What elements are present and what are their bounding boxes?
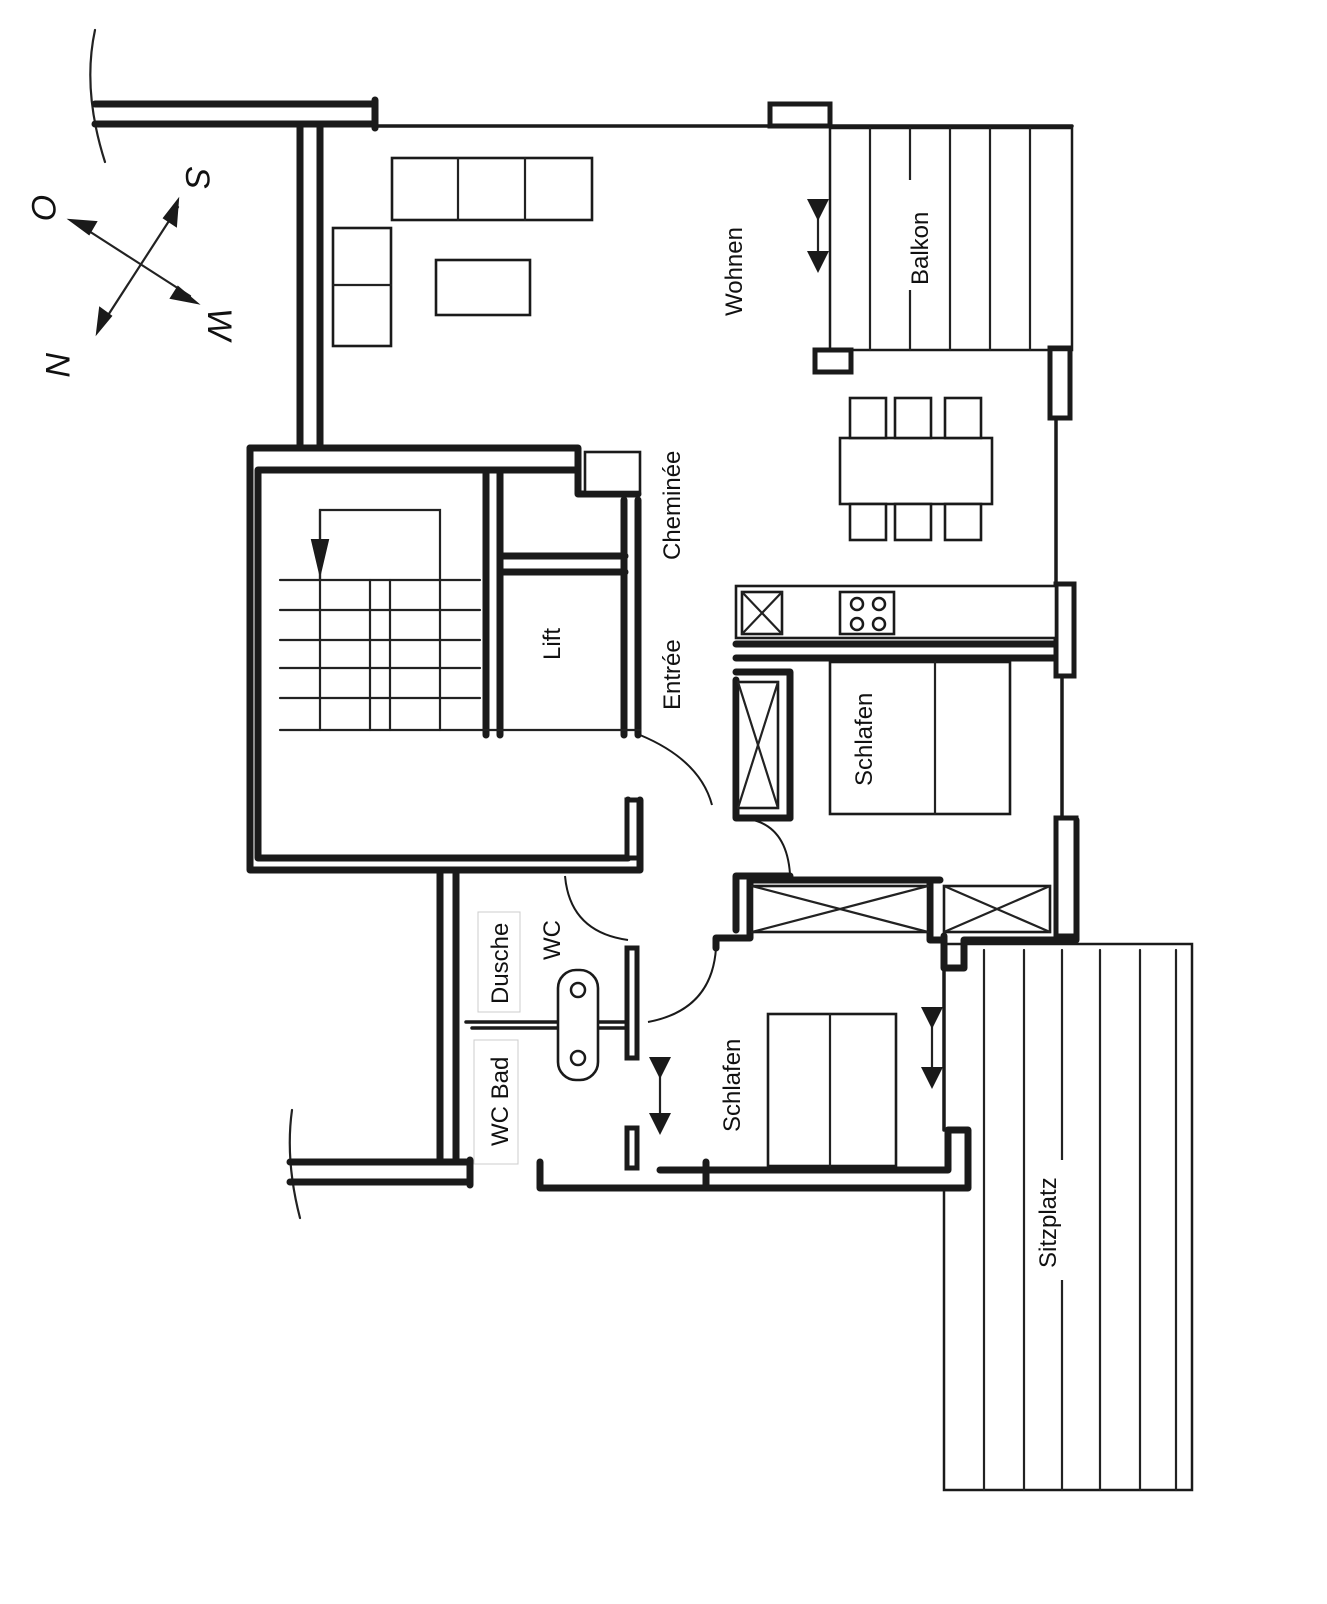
pillar-balkon-top bbox=[767, 101, 833, 129]
beds bbox=[766, 660, 1012, 1168]
sofa-side bbox=[331, 226, 393, 348]
sofa-long bbox=[390, 156, 594, 222]
coffee-table bbox=[434, 258, 532, 317]
staircase bbox=[278, 508, 642, 732]
cheminee-box bbox=[583, 450, 642, 494]
compass-rose: S O W N bbox=[24, 166, 238, 377]
bed-schlafen-2 bbox=[766, 1012, 898, 1168]
compass-arrow-n bbox=[95, 306, 113, 337]
balkon-deck bbox=[828, 126, 1074, 352]
bath-fixtures bbox=[473, 911, 600, 1165]
label-wohnen: Wohnen bbox=[721, 227, 748, 316]
exterior-walls bbox=[91, 96, 1080, 1192]
label-schlafen-2: Schlafen bbox=[719, 1039, 746, 1132]
terrain-line-top bbox=[89, 28, 107, 164]
sitzplatz-deck bbox=[942, 942, 1194, 1492]
wardrobes bbox=[736, 680, 1052, 934]
label-dusche: Dusche bbox=[487, 923, 514, 1004]
compass-arrow-s bbox=[162, 196, 180, 228]
compass-label-o: O bbox=[24, 194, 62, 220]
doors bbox=[564, 734, 791, 1023]
dining-table bbox=[838, 436, 994, 506]
label-cheminee: Cheminée bbox=[659, 451, 686, 560]
compass-label-n: N bbox=[38, 352, 76, 377]
pillar-balkon-bottom bbox=[812, 347, 854, 375]
label-entree: Entrée bbox=[659, 639, 686, 710]
bathtub bbox=[556, 968, 600, 1082]
kitchen-stove bbox=[838, 590, 896, 636]
label-wc: WC bbox=[539, 920, 566, 960]
compass-arrow-w bbox=[169, 285, 201, 305]
label-balkon: Balkon bbox=[907, 212, 934, 285]
pillar-right-2 bbox=[1053, 581, 1077, 679]
pillar-right-1 bbox=[1047, 345, 1073, 421]
compass-label-s: S bbox=[178, 166, 216, 189]
label-schlafen-1: Schlafen bbox=[851, 693, 878, 786]
kitchen bbox=[734, 584, 1058, 640]
compass-axis-ow bbox=[76, 222, 192, 298]
compass-label-w: W bbox=[200, 308, 238, 343]
living-furniture bbox=[331, 156, 994, 542]
label-lift: Lift bbox=[539, 628, 566, 660]
label-sitzplatz: Sitzplatz bbox=[1035, 1177, 1062, 1268]
pillar-right-3 bbox=[1053, 815, 1079, 939]
label-wc-bad: WC Bad bbox=[487, 1057, 514, 1146]
stair-direction-arrow bbox=[310, 539, 330, 575]
sliding-arrows bbox=[649, 199, 943, 1135]
compass-arrow-o bbox=[66, 218, 98, 236]
